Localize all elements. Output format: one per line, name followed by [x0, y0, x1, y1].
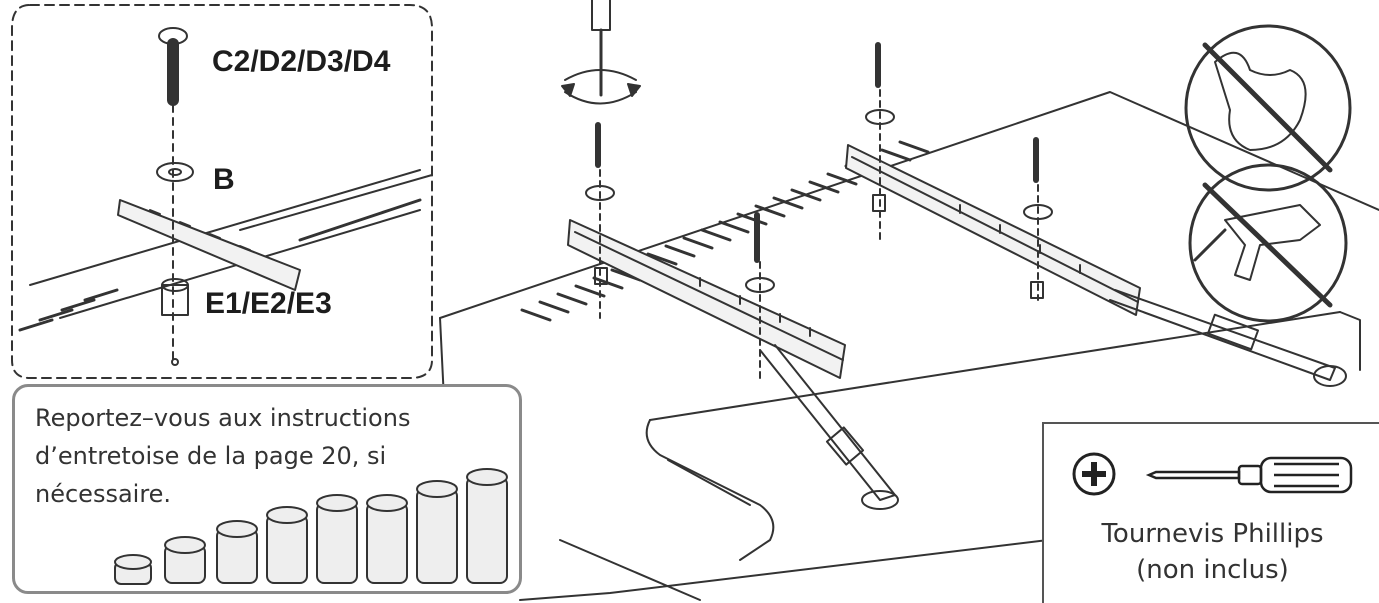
spacer-label: E1/E2/E3: [205, 287, 332, 320]
screwdriver-icon: [1145, 456, 1353, 494]
callout-line-1: Reportez–vous aux instructions: [35, 404, 411, 432]
callout-line-3: nécessaire.: [35, 480, 172, 508]
required-tool-box: Tournevis Phillips (non inclus): [1042, 422, 1379, 603]
spacer-6: [366, 494, 408, 584]
phillips-head-icon: [1072, 452, 1116, 496]
screw-label: C2/D2/D3/D4: [212, 45, 391, 78]
spacer-2: [164, 536, 206, 584]
spacer-7: [416, 480, 458, 584]
callout-line-2: d’entretoise de la page 20, si: [35, 442, 387, 470]
detail-inset: [11, 4, 433, 379]
spacer-1: [114, 554, 152, 585]
right-bracket-rail: [845, 144, 1141, 316]
tool-name: Tournevis Phillips: [1101, 519, 1324, 549]
tool-note: (non inclus): [1136, 555, 1289, 585]
left-bracket-rail: [567, 219, 846, 379]
washer-label: B: [213, 163, 235, 196]
spacer-set-icon: [114, 468, 508, 585]
power-drill-prohibited-icon: [1188, 163, 1348, 323]
spacer-5: [316, 494, 358, 584]
flexed-arm-prohibited-icon: [1184, 24, 1352, 192]
main-screws: [585, 42, 1053, 381]
spacer-4: [266, 506, 308, 584]
callout-text: Reportez–vous aux instructions d’entreto…: [35, 399, 495, 513]
screwdriver-rotation: [561, 0, 641, 105]
safety-straps: [759, 289, 1347, 510]
tool-caption: Tournevis Phillips (non inclus): [1044, 516, 1379, 588]
spacer-3: [216, 520, 258, 584]
spacer-8: [466, 468, 508, 584]
spacer-instructions-callout: Reportez–vous aux instructions d’entreto…: [12, 384, 522, 594]
